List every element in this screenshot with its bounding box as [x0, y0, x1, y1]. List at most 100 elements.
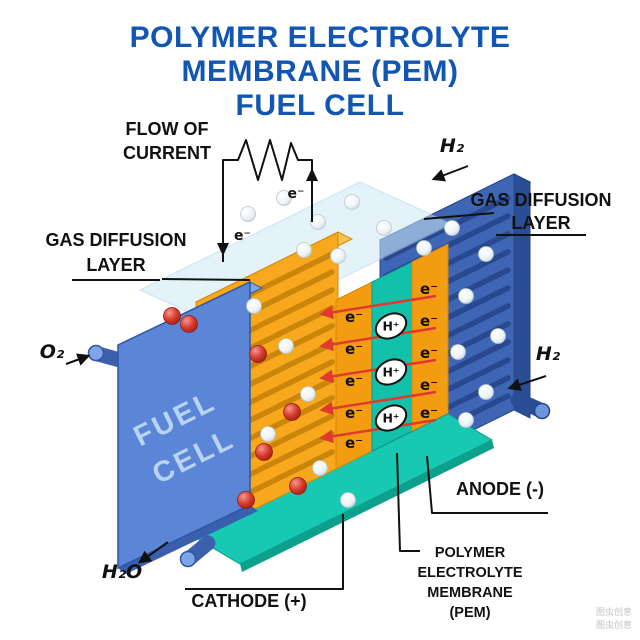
cathode-pointer-line [185, 514, 344, 590]
electron-label: e⁻ [345, 372, 363, 390]
hydrogen-molecule [310, 214, 326, 230]
hydrogen-molecule [458, 412, 474, 428]
pipe-cap [179, 550, 197, 568]
hydrogen-molecule [416, 240, 432, 256]
hydrogen-molecule [444, 220, 460, 236]
callouts: GAS DIFFUSION LAYER GAS DIFFUSION LAYER … [45, 190, 611, 621]
proton-badge: H⁺ [374, 312, 408, 340]
proton-label: H⁺ [382, 319, 399, 334]
oxygen-molecule [249, 345, 267, 363]
pem-label-line4: (PEM) [449, 605, 490, 621]
anode-catalyst-layer [411, 243, 449, 432]
hydrogen-top-label: H₂ [440, 135, 465, 157]
cathode-electron-labels: e⁻ e⁻ e⁻ e⁻ e⁻ [345, 308, 363, 452]
gdl-right-pointer-line [423, 212, 495, 220]
hydrogen-molecule [276, 190, 292, 206]
pem-label-line3: MEMBRANE [427, 585, 513, 601]
circuit-wire-with-resistor [222, 139, 313, 262]
electron-label: e⁻ [420, 376, 438, 394]
oxygen-molecule [180, 315, 198, 333]
gdl-right-label-line1: GAS DIFFUSION [470, 190, 611, 210]
cathode-label: CATHODE (+) [191, 591, 306, 611]
oxygen-in-arrow-icon [65, 353, 91, 366]
anode-pointer-line [426, 455, 548, 514]
hydrogen-molecule [278, 338, 294, 354]
electron-label: e⁻ [345, 308, 363, 326]
gdl-left-pointer-line [161, 278, 251, 281]
flow-arrow-icon [319, 294, 437, 320]
electron-label: e⁻ [420, 404, 438, 422]
electron-label: e⁻ [288, 186, 305, 202]
hydrogen-molecule [478, 384, 494, 400]
oxygen-molecule [283, 403, 301, 421]
hydrogen-molecule [312, 460, 328, 476]
anode-electron-labels: e⁻ e⁻ e⁻ e⁻ e⁻ [420, 280, 438, 422]
hydrogen-molecule [260, 426, 276, 442]
proton-oval [374, 358, 408, 386]
hydrogen-molecule [246, 298, 262, 314]
flow-of-current-label-line2: CURRENT [123, 143, 211, 163]
electron-label: e⁻ [345, 340, 363, 358]
water-label: H₂O [102, 561, 142, 583]
pem-label-line1: POLYMER [435, 545, 506, 561]
electron-label: e⁻ [234, 228, 251, 244]
hydrogen-molecule [330, 248, 346, 264]
oxygen-molecules [163, 307, 307, 509]
oxygen-molecule [237, 491, 255, 509]
hydrogen-molecule [296, 242, 312, 258]
hydrogen-molecule [300, 386, 316, 402]
electron-down-arrow-icon [217, 243, 229, 256]
oxygen-molecule [255, 443, 273, 461]
hydrogen-molecule [450, 344, 466, 360]
watermark-line1: 图虫创意 [596, 606, 632, 618]
end-plate-bottom-face [118, 505, 258, 574]
hydrogen-top-arrow-icon [431, 165, 469, 182]
hydrogen-molecule [458, 288, 474, 304]
electron-label: e⁻ [345, 434, 363, 452]
flow-arrow-icon [319, 390, 437, 416]
electron-label: e⁻ [420, 280, 438, 298]
anode-label: ANODE (-) [456, 479, 544, 499]
hydrogen-right-arrow-icon [507, 375, 547, 391]
oxygen-molecule [289, 477, 307, 495]
page-title-line3: FUEL CELL [236, 89, 405, 122]
hydrogen-molecules [240, 190, 506, 508]
proton-oval [374, 404, 408, 432]
electron-label: e⁻ [420, 312, 438, 330]
hydrogen-molecule [376, 220, 392, 236]
hydrogen-right-label: H₂ [536, 343, 561, 365]
pem-pointer-line [396, 452, 420, 552]
watermark-line2: 图虫创意 [596, 619, 632, 631]
water-out-arrow-icon [137, 541, 169, 564]
oxygen-label: O₂ [40, 341, 65, 363]
fuel-cell-end-plate: FUEL CELL [87, 280, 264, 574]
hydrogen-molecule [240, 206, 256, 222]
electron-label: e⁻ [345, 404, 363, 422]
pipe-cap [533, 402, 551, 420]
external-circuit: e⁻ e⁻ FLOW OF CURRENT [123, 119, 318, 262]
hydrogen-molecule [340, 492, 356, 508]
proton-badge: H⁺ [374, 404, 408, 432]
flow-of-current-label-line1: FLOW OF [126, 119, 209, 139]
proton-oval [374, 312, 408, 340]
proton-label: H⁺ [382, 411, 399, 426]
tray-front-edge [240, 440, 494, 572]
hydrogen-molecule [490, 328, 506, 344]
hydrogen-molecule [478, 246, 494, 262]
gdl-left-label-line2: LAYER [86, 255, 145, 275]
proton-badges: H⁺ H⁺ H⁺ [374, 312, 408, 432]
oxygen-molecule [163, 307, 181, 325]
proton-label: H⁺ [382, 365, 399, 380]
pipe-cap [87, 344, 105, 362]
page-title-line2: MEMBRANE (PEM) [182, 55, 459, 88]
pem-label-line2: ELECTROLYTE [417, 565, 522, 581]
gdl-right-label-line2: LAYER [511, 213, 570, 233]
gdl-left-label-line1: GAS DIFFUSION [45, 230, 186, 250]
gas-labels: O₂ H₂ H₂ H₂O [40, 135, 561, 583]
electron-label: e⁻ [420, 344, 438, 362]
proton-badge: H⁺ [374, 358, 408, 386]
electron-up-arrow-icon [306, 168, 318, 181]
hydrogen-molecule [344, 194, 360, 210]
